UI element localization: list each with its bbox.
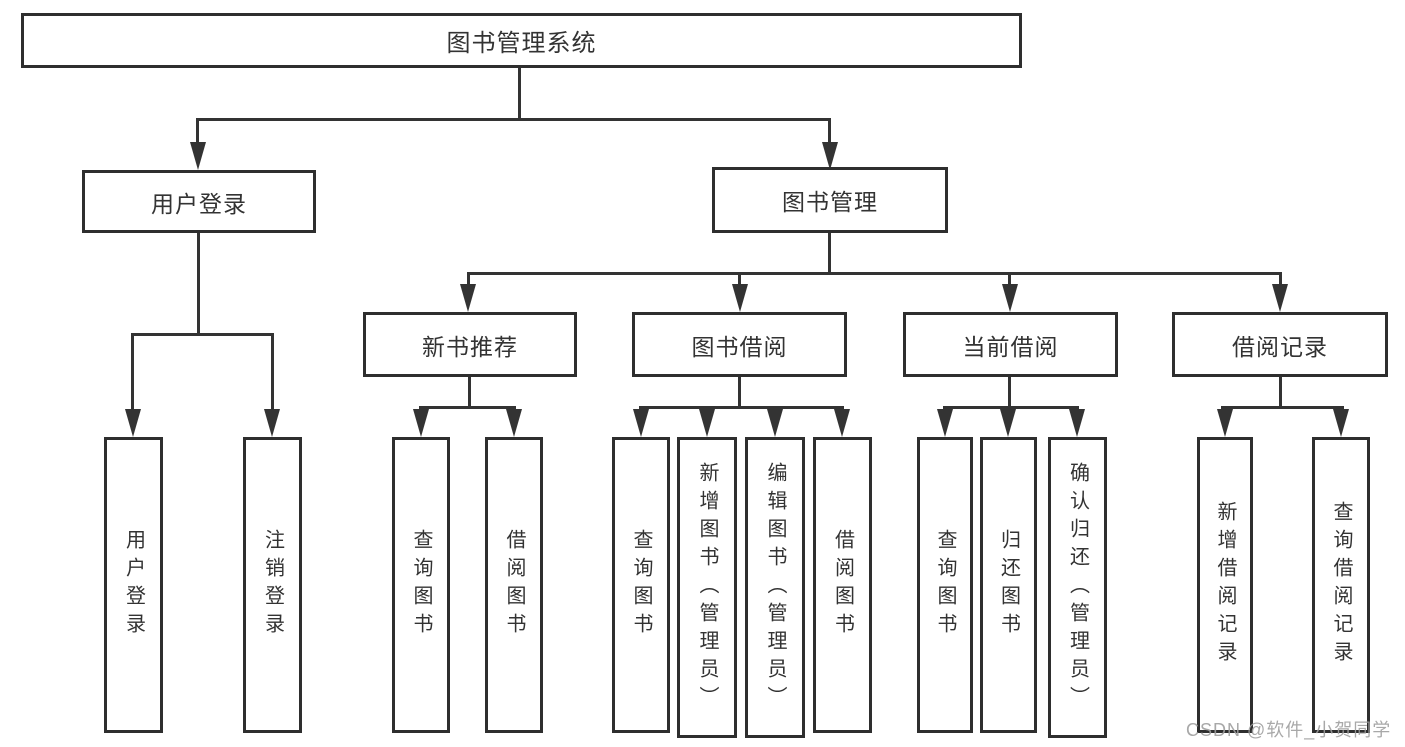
leaf-bb-edit-books-label: 编辑图书（管理员） <box>764 461 786 714</box>
connector-arrowhead <box>1333 409 1349 437</box>
node-book-management: 图书管理 <box>712 167 948 233</box>
leaf-nb-query-books: 查询图书 <box>392 437 450 733</box>
node-current-borrowing-label: 当前借阅 <box>962 333 1059 360</box>
leaf-user-login-label: 用户登录 <box>122 529 145 641</box>
leaf-cb-query-books: 查询图书 <box>917 437 973 733</box>
leaf-bb-add-books: 新增图书（管理员） <box>677 437 737 738</box>
leaf-bb-query-books: 查询图书 <box>612 437 670 733</box>
connector-line <box>1279 272 1282 286</box>
node-book-borrowing-label: 图书借阅 <box>691 333 788 360</box>
leaf-nb-query-books-label: 查询图书 <box>410 529 432 641</box>
connector-arrowhead <box>699 409 715 437</box>
connector-line <box>828 233 831 274</box>
leaf-logout: 注销登录 <box>243 437 302 733</box>
connector-arrowhead <box>767 409 783 437</box>
connector-line <box>1221 406 1344 409</box>
leaf-bb-add-books-label: 新增图书（管理员） <box>696 461 718 714</box>
leaf-nb-borrow-books: 借阅图书 <box>485 437 543 733</box>
node-borrowing-records-label: 借阅记录 <box>1232 333 1328 360</box>
connector-arrowhead <box>1002 284 1018 312</box>
leaf-br-add-record-label: 新增借阅记录 <box>1214 501 1236 669</box>
leaf-bb-edit-books: 编辑图书（管理员） <box>745 437 805 738</box>
leaf-bb-borrow-books-label: 借阅图书 <box>831 529 854 641</box>
connector-line <box>943 406 1079 409</box>
connector-line <box>131 333 134 413</box>
connector-line <box>197 233 200 336</box>
connector-arrowhead <box>822 142 838 170</box>
leaf-cb-confirm-return: 确认归还（管理员） <box>1048 437 1107 738</box>
node-new-book-recommend-label: 新书推荐 <box>422 333 518 360</box>
connector-arrowhead <box>1000 409 1016 437</box>
connector-line <box>518 68 521 120</box>
connector-arrowhead <box>1272 284 1288 312</box>
node-root: 图书管理系统 <box>21 13 1022 68</box>
connector-line <box>639 406 844 409</box>
connector-arrowhead <box>633 409 649 437</box>
connector-arrowhead <box>125 409 141 437</box>
csdn-watermark: CSDN @软件_小贺同学 <box>1186 720 1392 740</box>
connector-arrowhead <box>1069 409 1085 437</box>
leaf-bb-query-books-label: 查询图书 <box>630 529 652 641</box>
connector-line <box>468 377 471 409</box>
connector-arrowhead <box>190 142 206 170</box>
leaf-cb-query-books-label: 查询图书 <box>934 529 956 641</box>
connector-arrowhead <box>732 284 748 312</box>
connector-line <box>1279 377 1282 409</box>
connector-line <box>467 272 1282 275</box>
connector-arrowhead <box>834 409 850 437</box>
connector-line <box>738 377 741 409</box>
connector-line <box>419 406 516 409</box>
connector-arrowhead <box>460 284 476 312</box>
leaf-br-add-record: 新增借阅记录 <box>1197 437 1253 733</box>
connector-arrowhead <box>506 409 522 437</box>
connector-arrowhead <box>1217 409 1233 437</box>
connector-line <box>197 118 831 121</box>
leaf-cb-return-books: 归还图书 <box>980 437 1037 733</box>
leaf-logout-label: 注销登录 <box>261 529 284 641</box>
leaf-bb-borrow-books: 借阅图书 <box>813 437 872 733</box>
connector-line <box>131 333 274 336</box>
node-book-management-label: 图书管理 <box>782 189 878 215</box>
connector-line <box>467 272 470 286</box>
connector-line <box>828 118 831 146</box>
leaf-nb-borrow-books-label: 借阅图书 <box>503 529 525 641</box>
connector-arrowhead <box>937 409 953 437</box>
connector-line <box>738 272 741 286</box>
node-book-borrowing: 图书借阅 <box>632 312 847 377</box>
leaf-br-query-record-label: 查询借阅记录 <box>1330 501 1352 669</box>
leaf-cb-return-books-label: 归还图书 <box>997 529 1020 641</box>
node-user-login: 用户登录 <box>82 170 316 233</box>
leaf-cb-confirm-return-label: 确认归还（管理员） <box>1066 461 1089 714</box>
node-borrowing-records: 借阅记录 <box>1172 312 1388 377</box>
leaf-br-query-record: 查询借阅记录 <box>1312 437 1370 733</box>
connector-line <box>1008 272 1011 286</box>
node-new-book-recommend: 新书推荐 <box>363 312 577 377</box>
leaf-user-login: 用户登录 <box>104 437 163 733</box>
connector-arrowhead <box>413 409 429 437</box>
connector-line <box>271 333 274 413</box>
connector-arrowhead <box>264 409 280 437</box>
node-user-login-label: 用户登录 <box>151 190 247 217</box>
node-current-borrowing: 当前借阅 <box>903 312 1118 377</box>
connector-line <box>1008 377 1011 409</box>
node-root-label: 图书管理系统 <box>446 30 597 57</box>
connector-line <box>196 118 199 146</box>
